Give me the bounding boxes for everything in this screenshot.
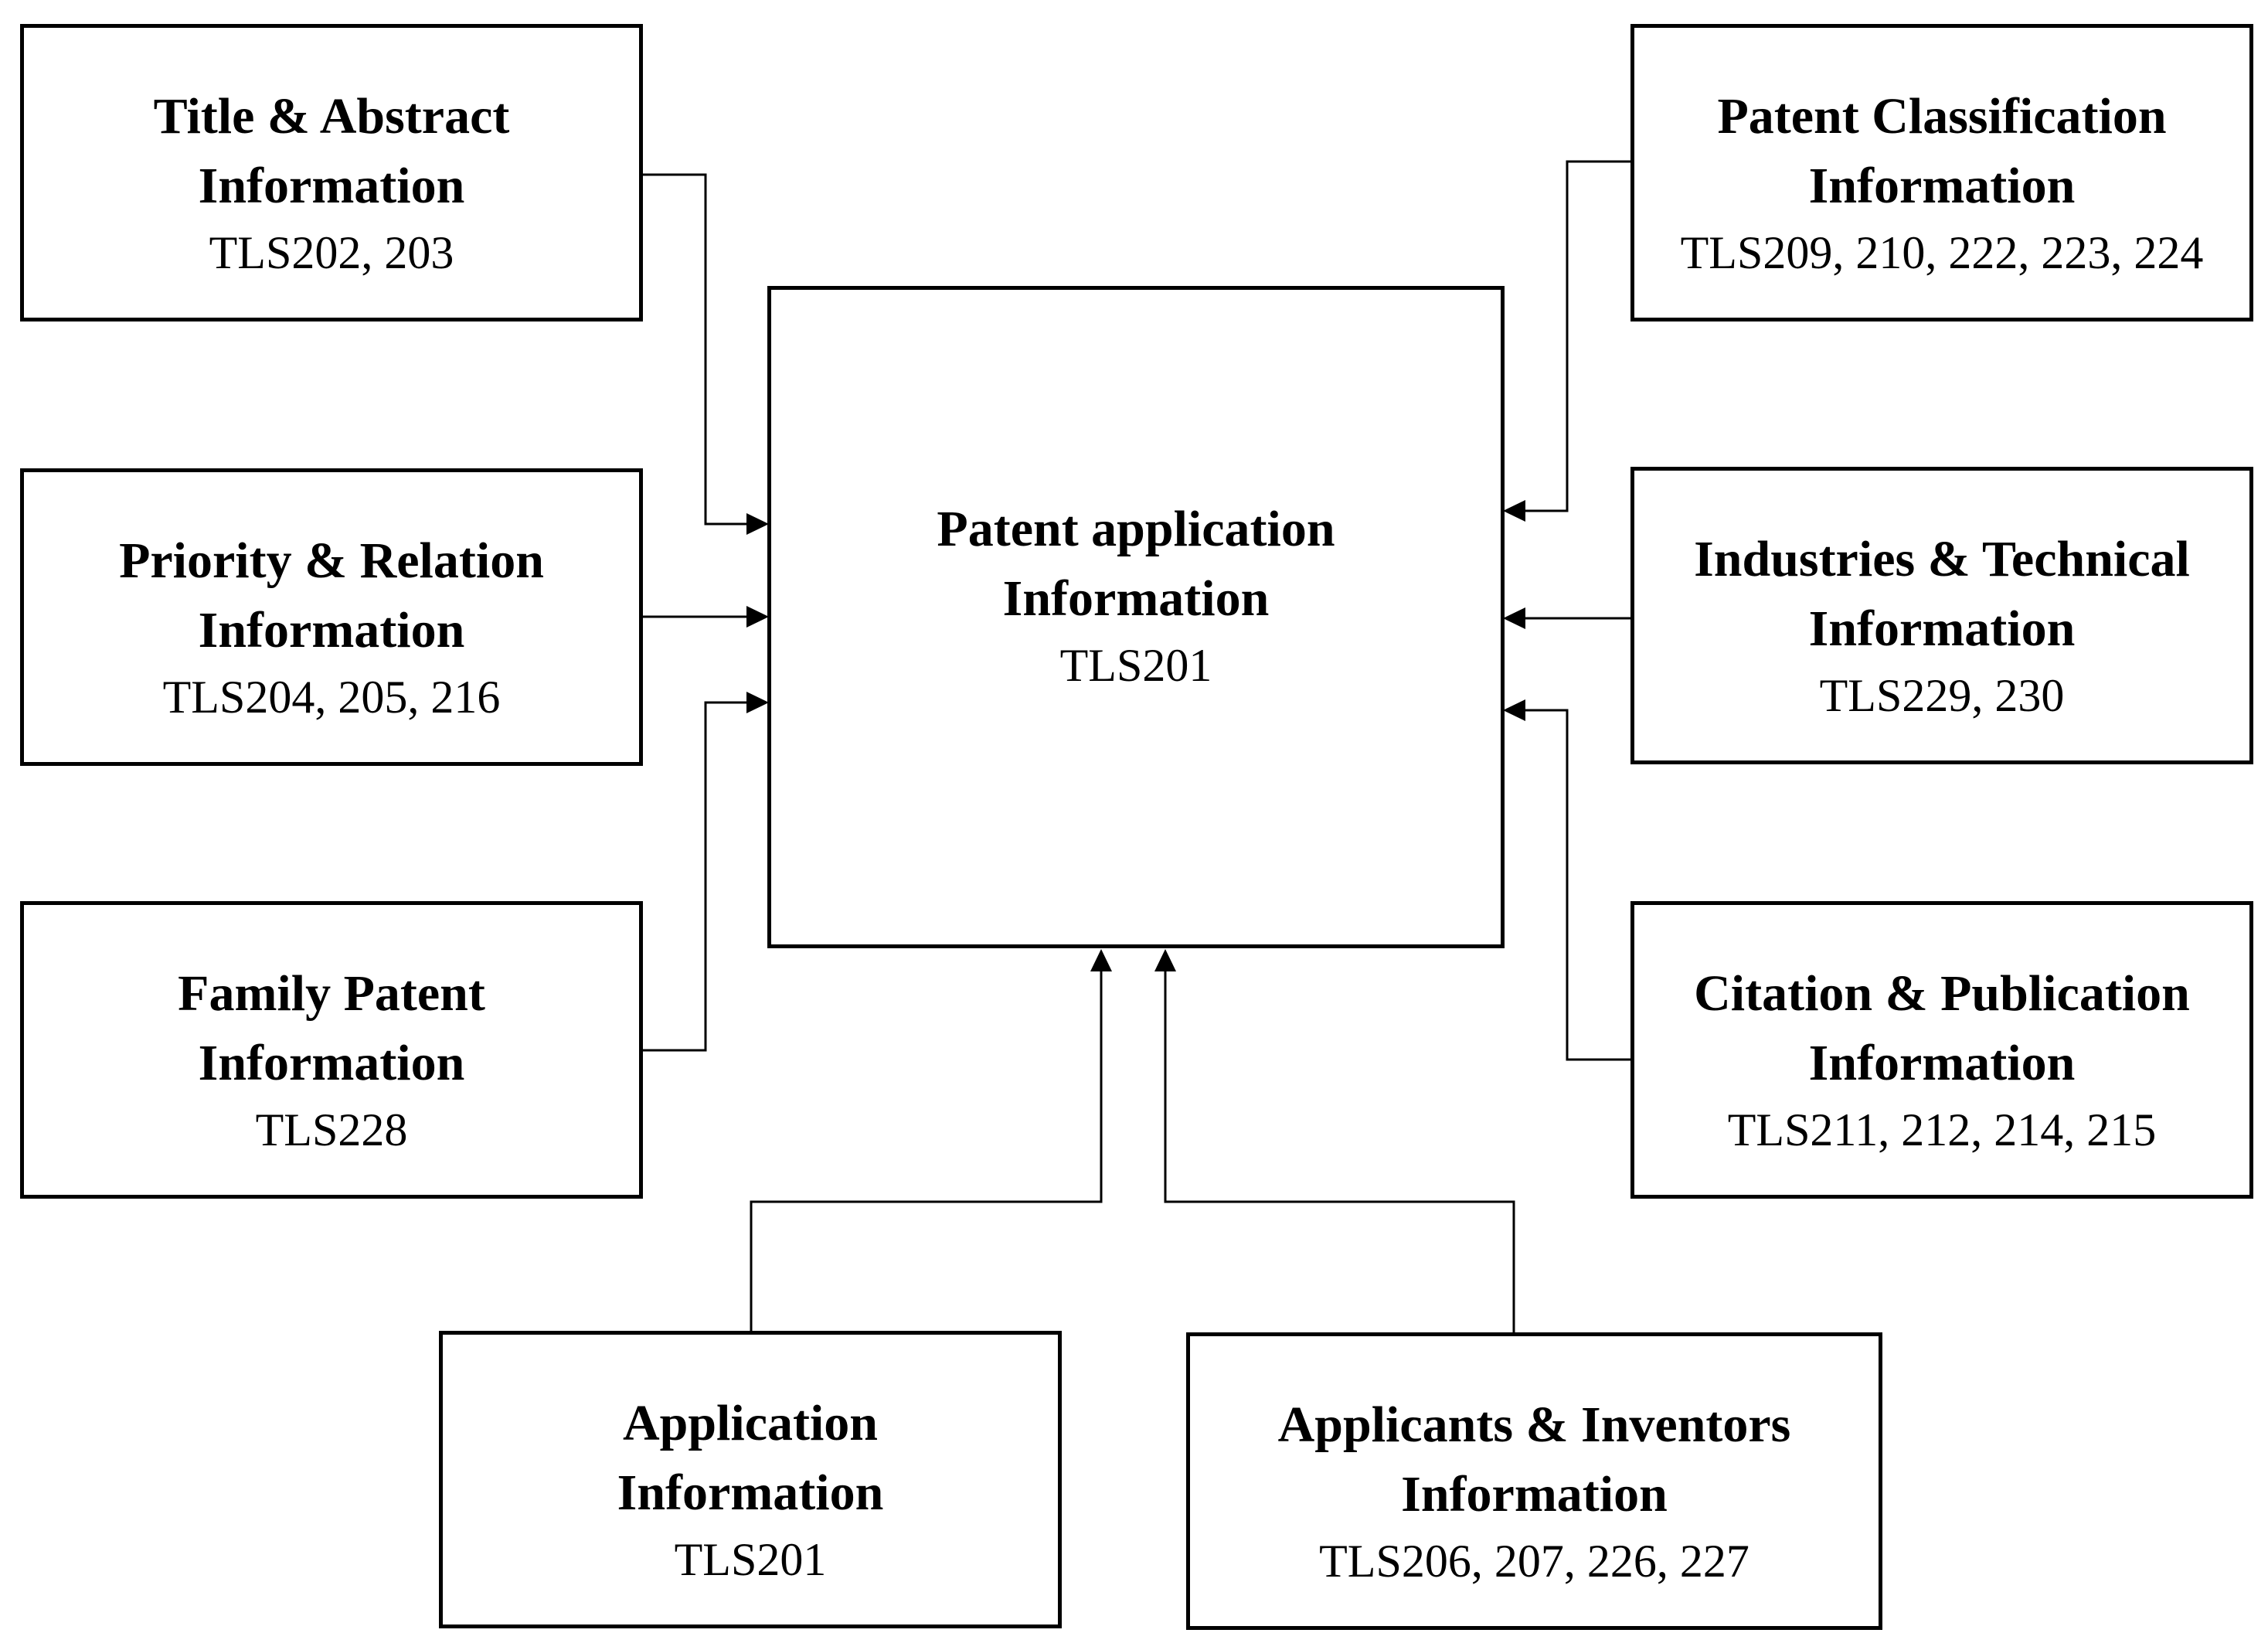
box-codes: TLS229, 230: [1819, 670, 2065, 721]
box-title-line1: Family Patent: [178, 965, 485, 1022]
box-title-abstract: Title & Abstract Information TLS202, 203: [20, 24, 643, 321]
box-title-line2: Information: [1808, 158, 2076, 214]
box-title-line2: Information: [198, 158, 465, 214]
box-applicants-inventors: Applicants & Inventors Information TLS20…: [1186, 1332, 1882, 1630]
box-application: Application Information TLS201: [439, 1331, 1062, 1628]
arrowhead-citation-publication: [1503, 699, 1525, 721]
connector-citation-publication: [1524, 709, 1632, 1061]
box-title-line1: Citation & Publication: [1694, 965, 2190, 1022]
box-title-line2: Information: [198, 1035, 465, 1091]
box-title-line1: Application: [622, 1395, 879, 1451]
box-industries-technical: Industries & Technical Information TLS22…: [1630, 467, 2253, 764]
connector-applicants-inventors: [1164, 970, 1515, 1334]
central-box-patent-application: Patent application Information TLS201: [767, 286, 1505, 948]
box-patent-classification: Patent Classification Information TLS209…: [1630, 24, 2253, 321]
box-title-line2: Information: [198, 602, 465, 658]
box-citation-publication: Citation & Publication Information TLS21…: [1630, 901, 2253, 1199]
box-title-line2: Information: [617, 1465, 884, 1521]
box-title-line2: Information: [1401, 1466, 1668, 1522]
box-codes: TLS204, 205, 216: [162, 672, 501, 723]
box-title-line2: Information: [1808, 1035, 2076, 1091]
arrowhead-industries-technical: [1503, 607, 1525, 629]
connector-family-patent: [641, 701, 748, 1052]
arrowhead-patent-classification: [1503, 500, 1525, 522]
connector-application: [750, 970, 1103, 1333]
arrowhead-title-abstract: [746, 513, 769, 535]
box-family-patent: Family Patent Information TLS228: [20, 901, 643, 1199]
box-title-line1: Priority & Relation: [119, 532, 544, 589]
box-title-line1: Title & Abstract: [153, 88, 510, 145]
box-codes: TLS202, 203: [209, 227, 454, 278]
box-codes: TLS201: [674, 1534, 827, 1585]
box-title-line2: Information: [1808, 600, 2076, 657]
box-codes: TLS209, 210, 222, 223, 224: [1680, 227, 2204, 278]
box-codes: TLS211, 212, 214, 215: [1727, 1104, 2157, 1155]
connector-patent-classification: [1524, 160, 1632, 512]
central-title-line2: Information: [1002, 570, 1270, 627]
box-codes: TLS206, 207, 226, 227: [1319, 1536, 1749, 1587]
central-title-line1: Patent application: [937, 501, 1335, 557]
central-codes: TLS201: [1059, 640, 1212, 691]
box-title-line1: Industries & Technical: [1694, 531, 2190, 587]
box-title-line1: Patent Classification: [1717, 88, 2167, 145]
arrowhead-priority-relation: [746, 606, 769, 628]
box-priority-relation: Priority & Relation Information TLS204, …: [20, 468, 643, 766]
arrowhead-applicants-inventors: [1154, 949, 1176, 971]
box-codes: TLS228: [255, 1104, 408, 1155]
box-title-line1: Applicants & Inventors: [1277, 1397, 1791, 1453]
arrowhead-family-patent: [746, 692, 769, 713]
arrowhead-application: [1090, 949, 1112, 971]
connector-title-abstract: [641, 173, 748, 526]
